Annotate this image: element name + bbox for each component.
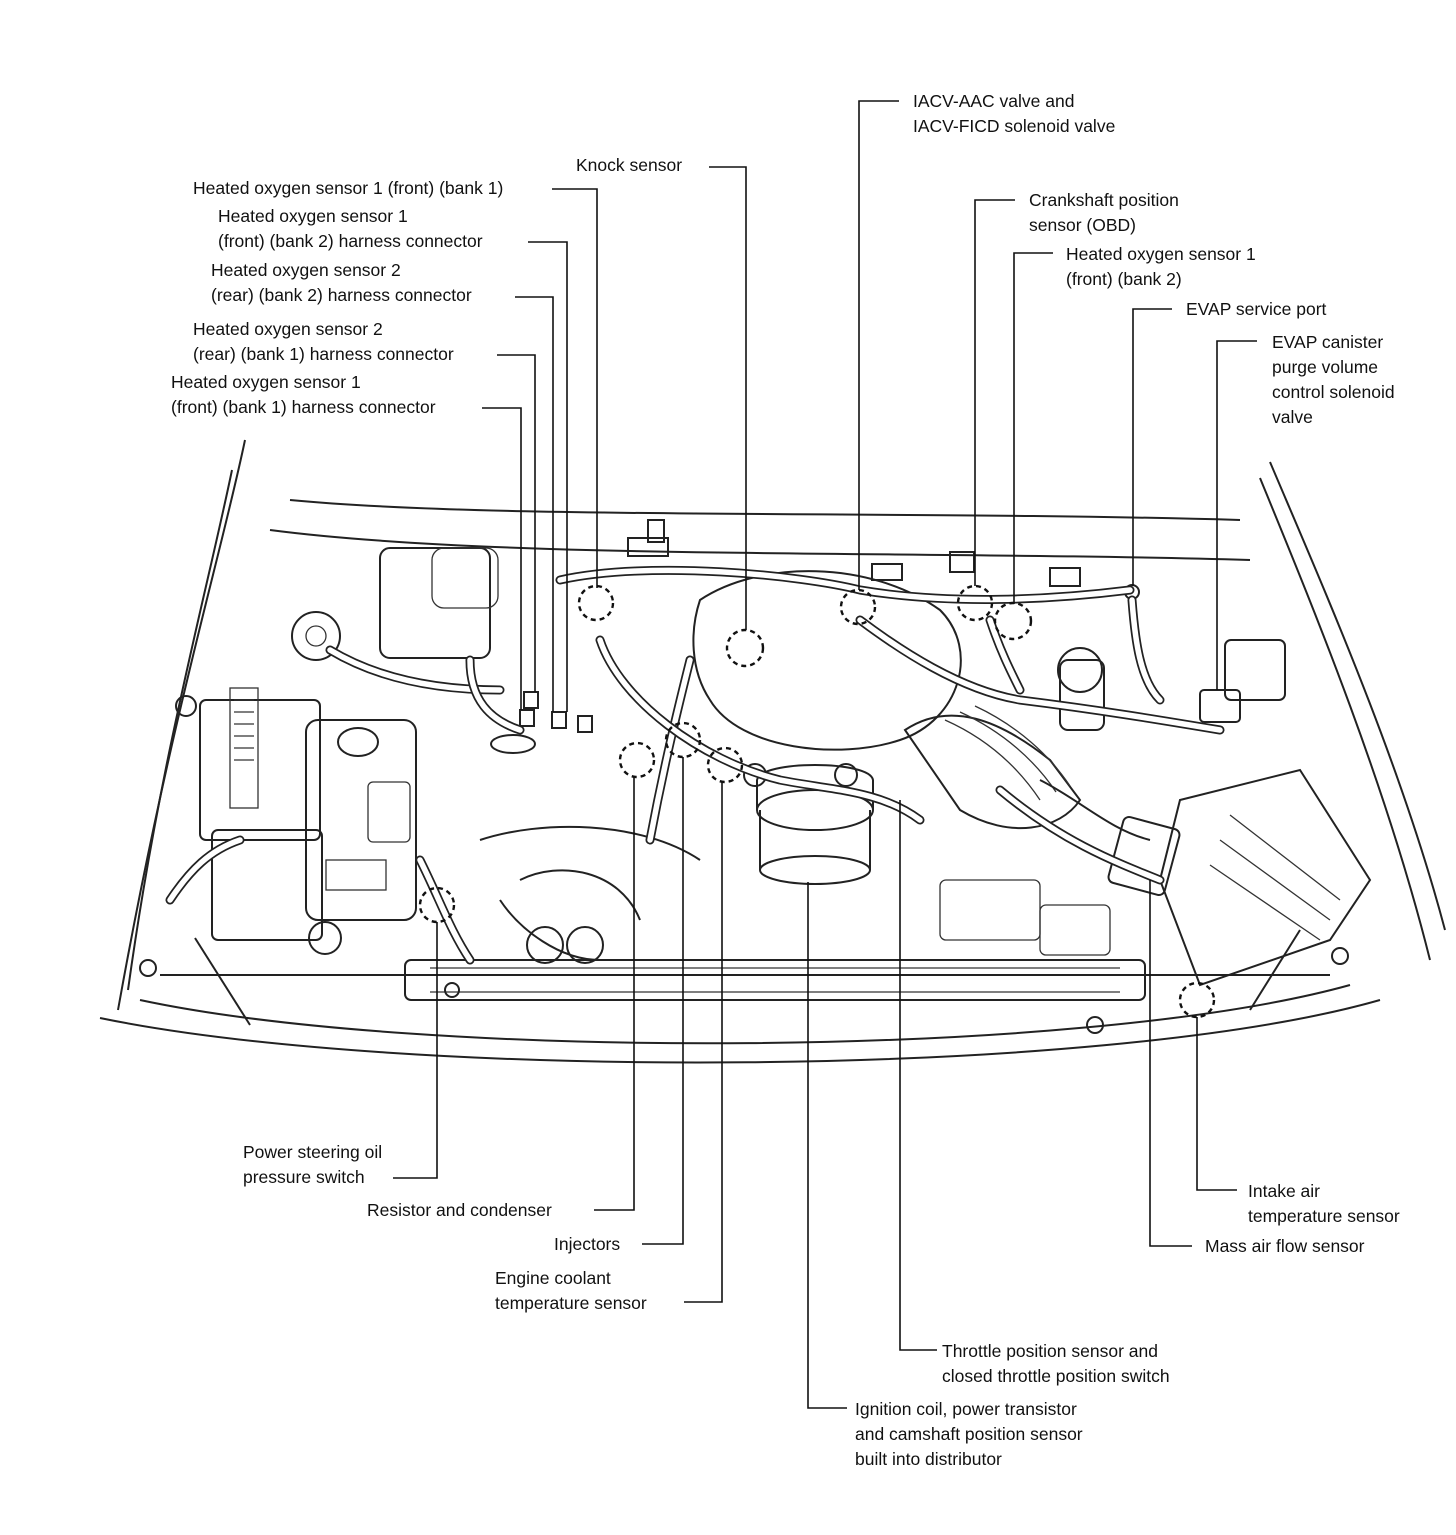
label-heated-o2-1-front-bank2-connector: Heated oxygen sensor 1 (front) (bank 2) …	[218, 206, 483, 251]
location-markers	[418, 584, 1216, 1019]
marker-coolant	[706, 746, 744, 784]
label-heated-o2-2-rear-bank2-connector: Heated oxygen sensor 2 (rear) (bank 2) h…	[211, 260, 472, 305]
label-evap-canister: EVAP canister purge volume control solen…	[1272, 332, 1395, 427]
label-injectors: Injectors	[554, 1234, 621, 1254]
engine-outline	[99, 439, 1446, 1064]
label-iacv: IACV-AAC valve and IACV-FICD solenoid va…	[913, 91, 1116, 136]
label-intake-air-temp: Intake air temperature sensor	[1248, 1181, 1400, 1226]
marker-knock-bank1	[577, 584, 615, 622]
marker-crankshaft	[956, 584, 994, 622]
marker-o2-bank2	[993, 601, 1033, 641]
label-ignition-coil: Ignition coil, power transistor and cams…	[855, 1399, 1083, 1469]
marker-intake-air	[1178, 981, 1216, 1019]
marker-iacv	[839, 588, 877, 626]
marker-resistor	[618, 741, 656, 779]
label-power-steering-switch: Power steering oil pressure switch	[243, 1142, 383, 1187]
label-evap-service-port: EVAP service port	[1186, 299, 1327, 319]
label-coolant-temp-sensor: Engine coolant temperature sensor	[495, 1268, 647, 1313]
marker-power-steering	[418, 886, 456, 924]
label-heated-o2-2-rear-bank1-connector: Heated oxygen sensor 2 (rear) (bank 1) h…	[193, 319, 454, 364]
label-heated-o2-1-front-bank1-connector: Heated oxygen sensor 1 (front) (bank 1) …	[171, 372, 436, 417]
label-throttle-position: Throttle position sensor and closed thro…	[942, 1341, 1170, 1386]
marker-knock-sensor	[725, 628, 765, 668]
label-crankshaft-sensor: Crankshaft position sensor (OBD)	[1029, 190, 1179, 235]
marker-injectors	[664, 721, 702, 759]
leader-lines	[393, 100, 1257, 1409]
label-heated-o2-1-front-bank2: Heated oxygen sensor 1 (front) (bank 2)	[1066, 244, 1256, 289]
label-mass-air-flow: Mass air flow sensor	[1205, 1236, 1365, 1256]
label-heated-o2-1-front-bank1: Heated oxygen sensor 1 (front) (bank 1)	[193, 178, 504, 198]
label-knock-sensor: Knock sensor	[576, 155, 683, 175]
harness-hoses	[165, 565, 1225, 965]
label-resistor-condenser: Resistor and condenser	[367, 1200, 552, 1220]
